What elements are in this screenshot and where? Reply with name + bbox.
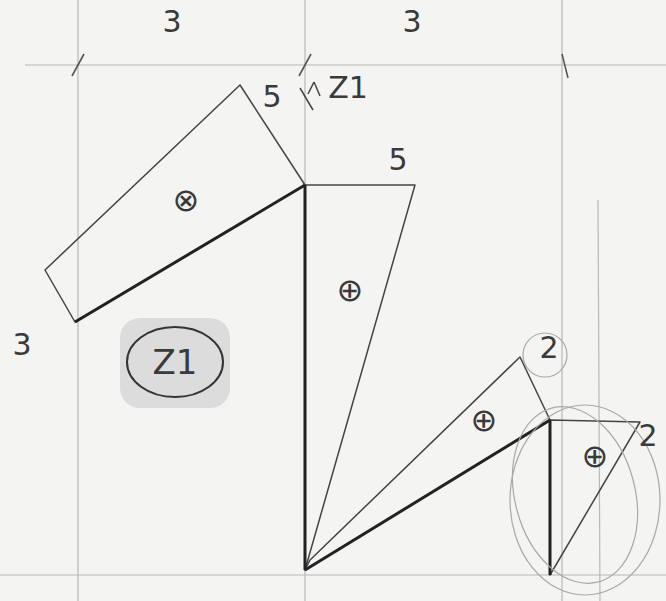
sign-symbol: ⊕ [582,440,609,472]
dimension-label: 3 [402,7,421,37]
dimension-label: 2 [638,421,657,451]
dimension-label: 3 [162,7,181,37]
circled-tag: Z1 [125,325,225,399]
dimension-label: 2 [539,333,558,363]
node-label: Z1 [153,345,198,379]
sign-symbol: ⊕ [337,274,364,306]
dimension-label: 5 [388,145,407,175]
dimension-label: Z1 [328,73,368,103]
sign-symbol: ⊕ [471,404,498,436]
dimension-label: 5 [262,82,281,112]
sign-symbol: ⊗ [173,184,200,216]
dimension-label: 3 [12,330,31,360]
